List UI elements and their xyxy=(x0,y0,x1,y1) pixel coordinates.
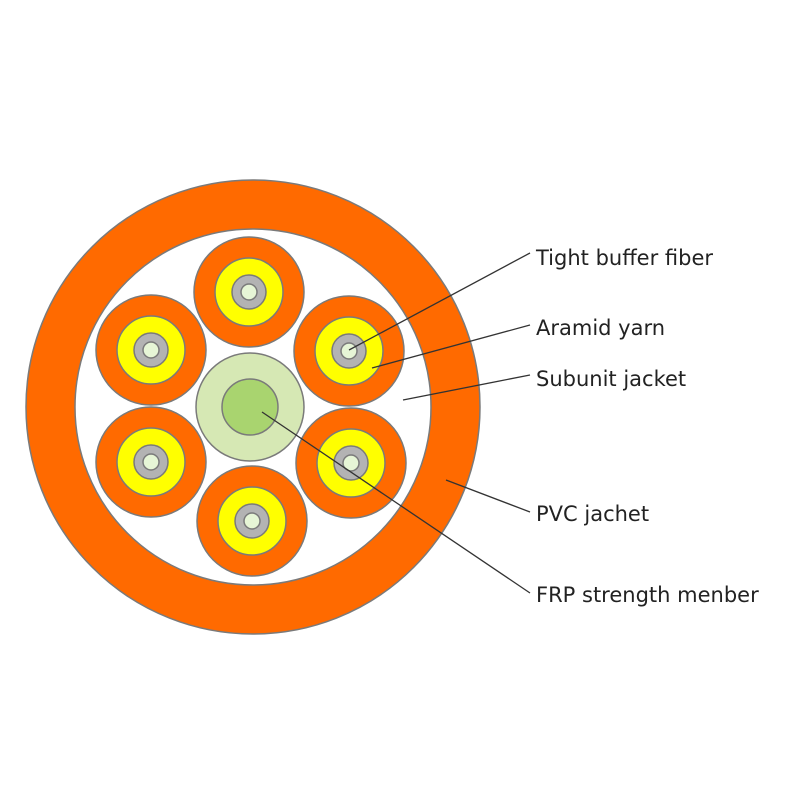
subunit-bottom xyxy=(196,465,308,577)
label-tight-buffer-fiber: Tight buffer fiber xyxy=(535,246,713,270)
label-aramid-yarn: Aramid yarn xyxy=(536,316,665,340)
label-subunit-jacket: Subunit jacket xyxy=(536,367,686,391)
fiber-core xyxy=(240,283,258,301)
label-pvc-jacket: PVC jachet xyxy=(536,502,649,526)
fiber-core xyxy=(243,512,261,530)
leader-line-pvc-jacket xyxy=(445,479,531,513)
leader-line-frp-strength-member xyxy=(261,411,531,594)
label-frp-strength-member: FRP strength menber xyxy=(536,583,759,607)
fiber-core xyxy=(142,341,160,359)
fiber-core xyxy=(340,342,358,360)
subunit-lower-left xyxy=(95,406,207,518)
subunit-upper-left xyxy=(95,294,207,406)
frp-strength-member xyxy=(195,352,305,462)
subunit-upper-right xyxy=(293,295,405,407)
fiber-core xyxy=(142,453,160,471)
subunit-lower-right xyxy=(295,407,407,519)
subunit-top xyxy=(193,236,305,348)
leader-line-aramid-yarn xyxy=(371,324,531,369)
fiber-core xyxy=(342,454,360,472)
leader-line-subunit-jacket xyxy=(402,374,531,401)
frp-core xyxy=(221,378,279,436)
leader-line-tight-buffer-fiber xyxy=(348,252,531,351)
